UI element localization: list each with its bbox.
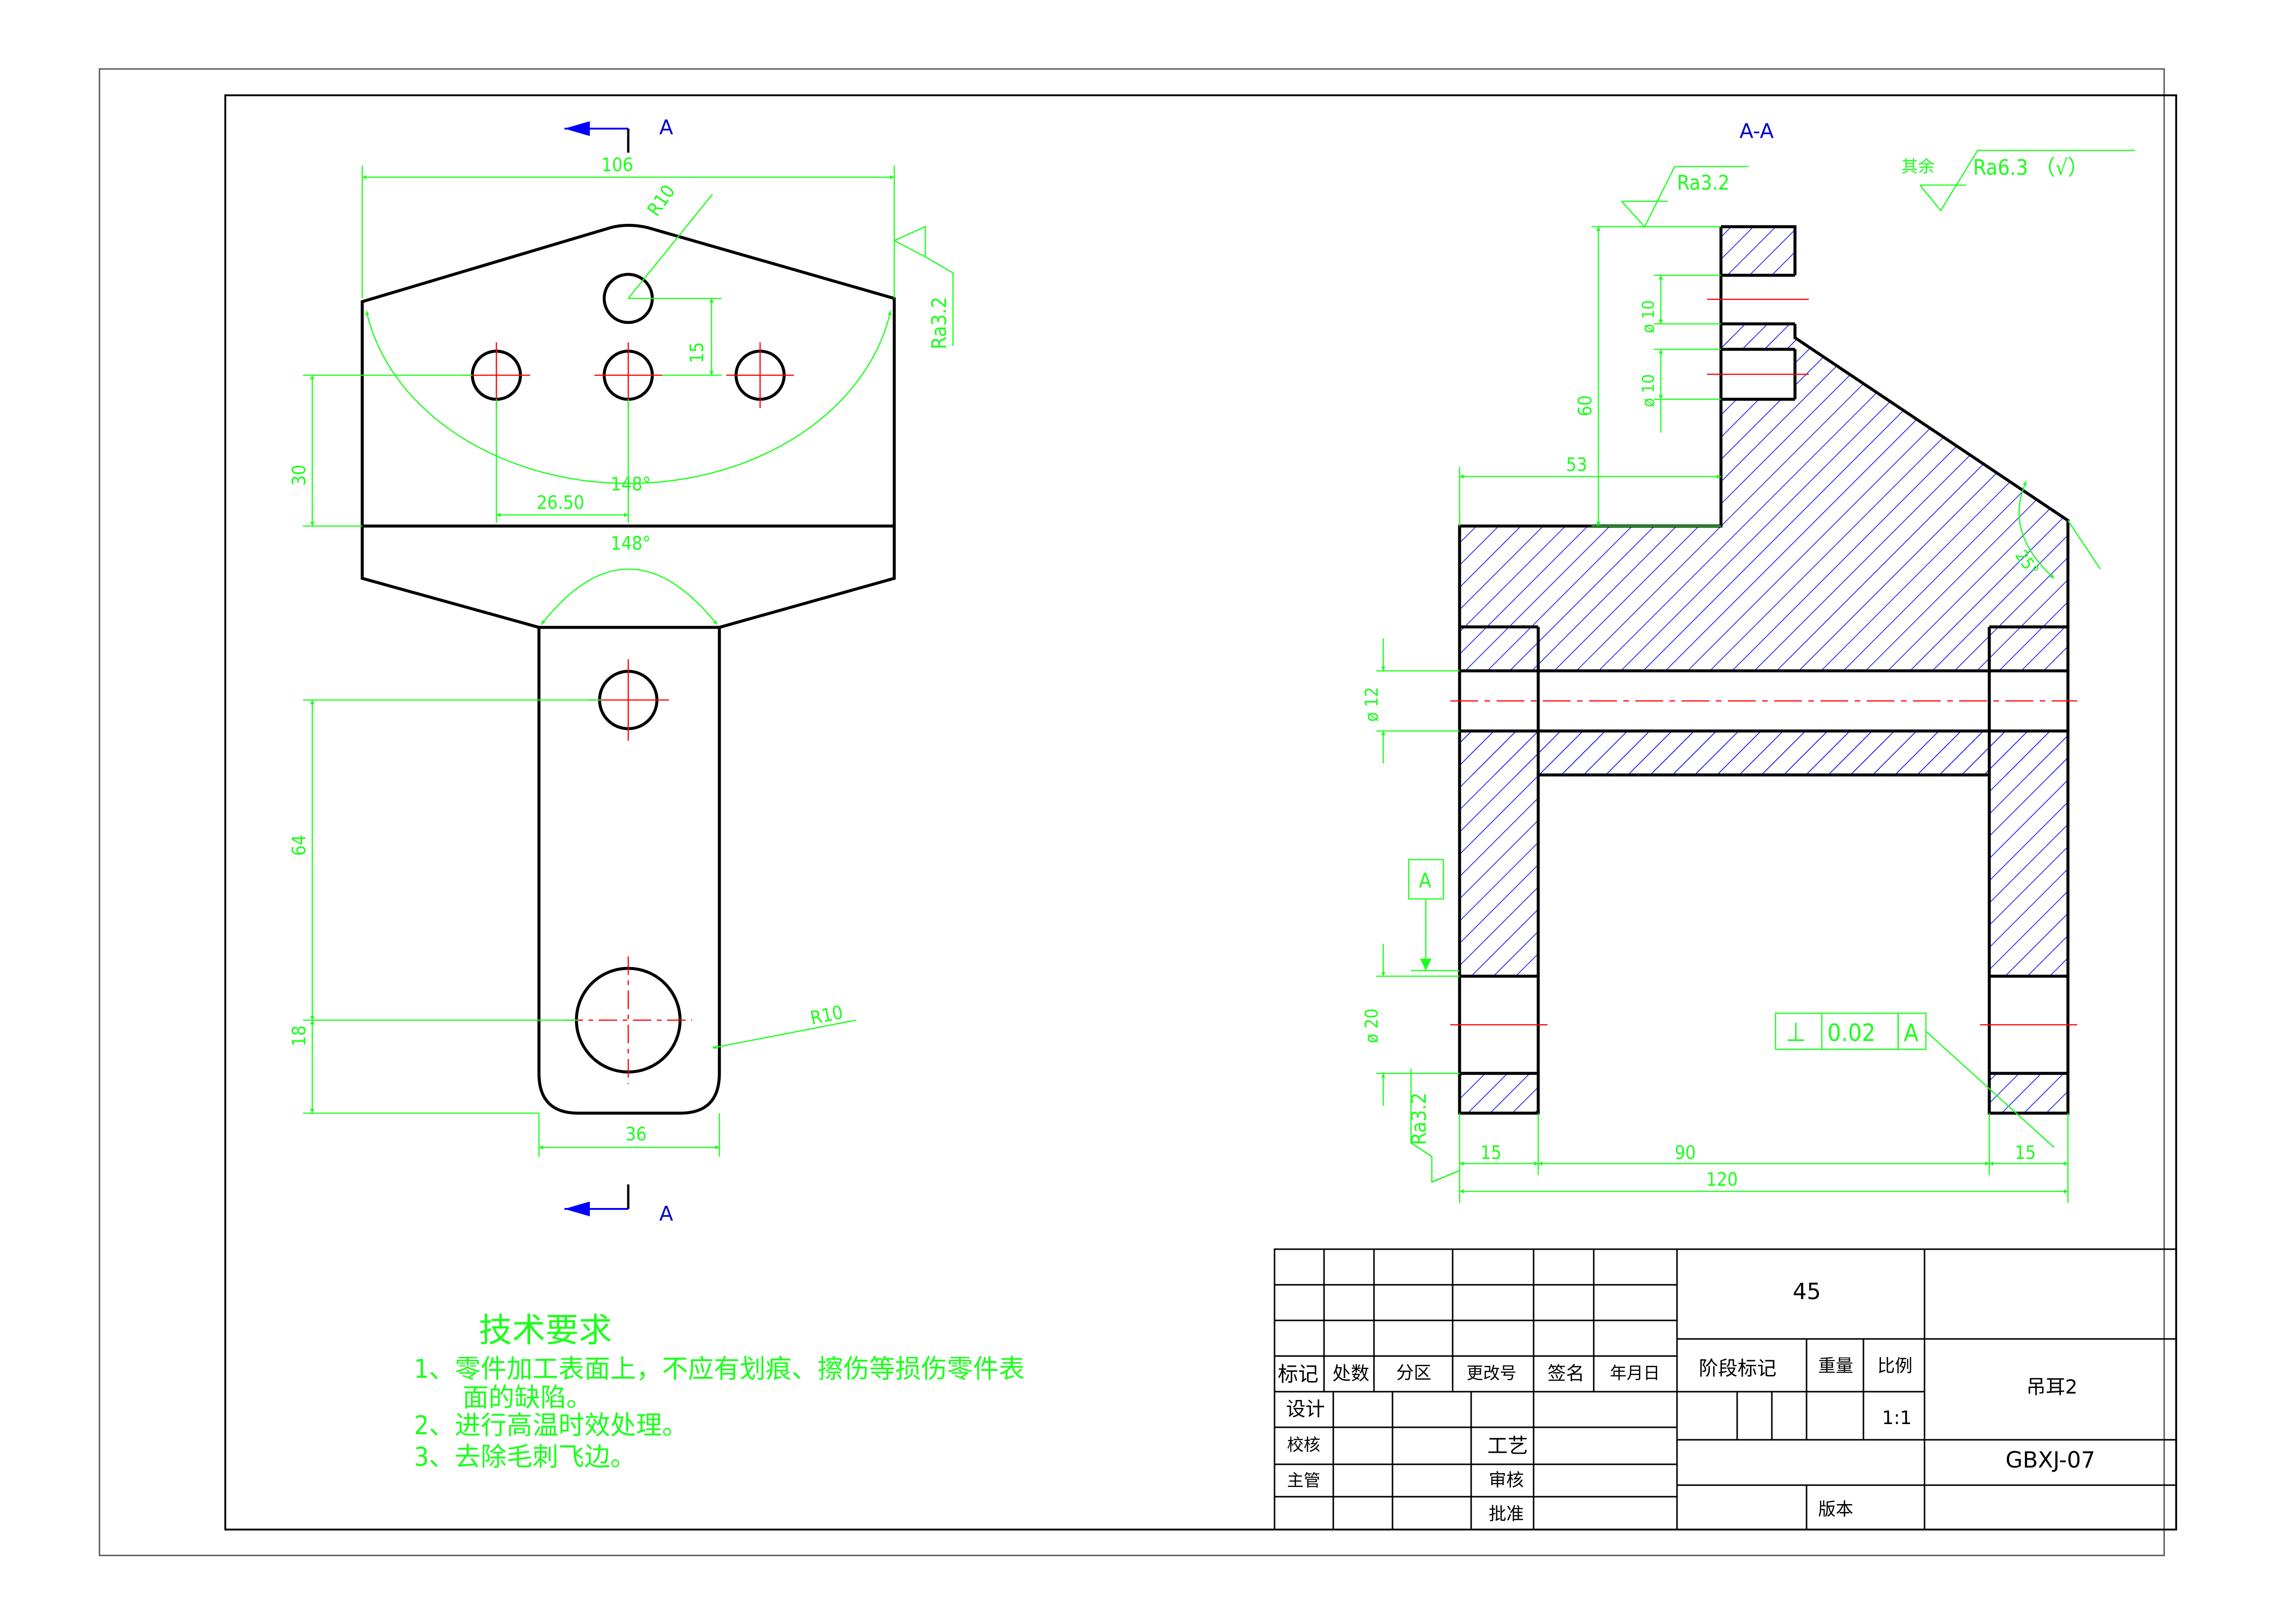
tb-qianming: 签名	[1547, 1363, 1584, 1384]
handle-outline	[537, 627, 721, 1115]
tech-line-1b: 面的缺陷。	[463, 1383, 592, 1413]
tb-fenqu: 分区	[1396, 1363, 1431, 1383]
gt-datum: A	[1904, 1019, 1918, 1047]
gt-perpendicular: ⊥	[1786, 1017, 1806, 1047]
dim-dia20: ø 20	[1362, 1009, 1382, 1043]
section-arrow-bottom	[564, 1184, 630, 1216]
section-hatching	[1460, 227, 2068, 1113]
tb-chushu: 处数	[1332, 1363, 1369, 1384]
section-arrow-bottom-label: A	[659, 1202, 673, 1226]
roughness-left: Ra3.2	[1407, 1092, 1431, 1145]
title-block: 标记 处数 分区 更改号 签名 年月日 设计 校核 主管 工艺 审核 批准 45…	[1274, 1248, 2177, 1530]
dim-angle-upper: 148°	[611, 474, 651, 495]
tb-sheji: 设计	[1286, 1398, 1325, 1420]
dim-18: 18	[289, 1025, 310, 1047]
tb-zhongliang: 重量	[1818, 1356, 1853, 1376]
dim-dia10-b: ø 10	[1639, 374, 1658, 407]
tb-zhuguan: 主管	[1287, 1471, 1320, 1490]
dim-dia10-a: ø 10	[1639, 300, 1658, 333]
dim-r10-bottom: R10	[809, 1002, 845, 1029]
dim-15: 15	[687, 342, 708, 363]
tb-jieduan: 阶段标记	[1699, 1357, 1776, 1380]
section-dimension-lines	[1376, 149, 2135, 1203]
upper-plate-outline	[360, 223, 896, 528]
tech-line-2: 2、进行高温时效处理。	[414, 1411, 688, 1441]
inner-frame	[224, 94, 2177, 1530]
dim-angle-lower: 148°	[611, 533, 651, 554]
outer-frame	[99, 68, 2165, 1556]
tb-jiaohe: 校核	[1287, 1436, 1320, 1455]
front-view: A A 106 R10 15 30 26.50 148° 148° 64 18 …	[289, 116, 954, 1226]
tb-shenhe: 审核	[1489, 1470, 1524, 1490]
general-roughness-label: 其余	[1901, 157, 1935, 176]
front-dimension-lines	[303, 166, 954, 1157]
front-centerlines	[463, 342, 794, 1084]
tech-requirements: 技术要求 1、零件加工表面上，不应有划痕、擦伤等损伤零件表 面的缺陷。 2、进行…	[414, 1311, 1025, 1472]
tb-part-name: 吊耳2	[2026, 1375, 2078, 1398]
tech-line-1: 1、零件加工表面上，不应有划痕、擦伤等损伤零件表	[414, 1354, 1025, 1384]
dim-36: 36	[625, 1124, 647, 1145]
dim-90: 90	[1675, 1142, 1696, 1164]
section-arrow-top	[564, 121, 630, 153]
section-outlines	[1458, 225, 2070, 1115]
tech-line-3: 3、去除毛刺飞边。	[414, 1442, 636, 1472]
tb-nianyueri: 年月日	[1610, 1364, 1660, 1383]
dim-53: 53	[1566, 454, 1587, 476]
datum-a-label: A	[1419, 869, 1431, 892]
tb-pizhun: 批准	[1489, 1504, 1524, 1524]
general-roughness: Ra6.3 （√）	[1973, 155, 2089, 180]
dim-15-left: 15	[1480, 1142, 1502, 1164]
dim-dia12: ø 12	[1362, 687, 1382, 722]
tb-gengaihao: 更改号	[1467, 1364, 1516, 1383]
dim-r10-top: R10	[644, 181, 680, 220]
roughness-side: Ra3.2	[928, 297, 951, 349]
dim-106: 106	[601, 155, 633, 176]
tb-bili: 比例	[1877, 1356, 1912, 1376]
dim-60: 60	[1575, 395, 1596, 416]
dim-26-50: 26.50	[537, 492, 584, 514]
dim-120: 120	[1706, 1169, 1738, 1190]
section-arrow-top-label: A	[659, 116, 673, 139]
roughness-top: Ra3.2	[1677, 171, 1730, 195]
dim-64: 64	[289, 835, 310, 856]
dim-30: 30	[289, 465, 310, 486]
tb-scale: 1:1	[1882, 1407, 1912, 1429]
tb-gongyi: 工艺	[1487, 1434, 1528, 1458]
dim-15-right: 15	[2015, 1142, 2036, 1164]
lower-trapezoid-outline	[360, 526, 896, 629]
section-title: A-A	[1739, 119, 1774, 143]
tb-banben: 版本	[1818, 1499, 1853, 1519]
tb-material: 45	[1793, 1279, 1821, 1305]
section-view: A-A	[1362, 119, 2135, 1203]
gt-value: 0.02	[1827, 1019, 1875, 1047]
tech-title: 技术要求	[479, 1311, 612, 1350]
tb-drawing-no: GBXJ-07	[2005, 1447, 2095, 1473]
tb-biaoji: 标记	[1278, 1363, 1318, 1386]
section-centerlines	[1450, 298, 2077, 1026]
